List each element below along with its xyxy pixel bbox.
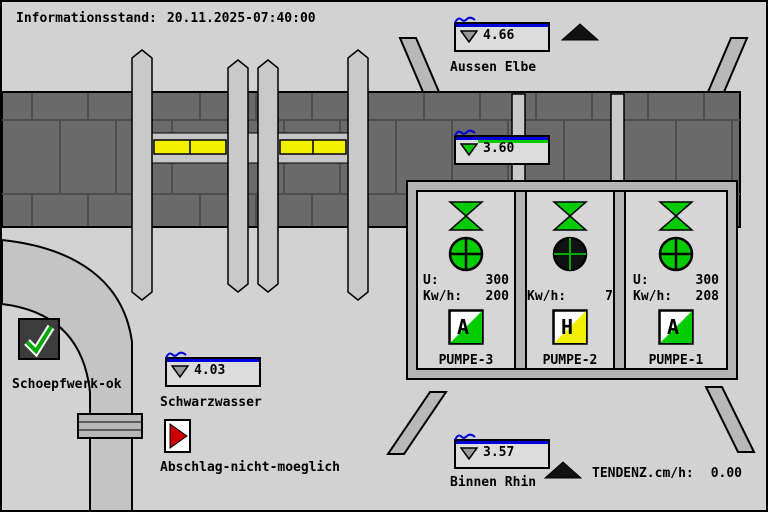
pump-divider-wall — [613, 192, 626, 368]
drainage-channel — [2, 238, 133, 510]
gauge-value: 3.60 — [483, 141, 515, 156]
pump-state-icon[interactable] — [446, 234, 486, 274]
waterline — [456, 137, 548, 140]
tendency-value: 0.00 — [710, 466, 742, 481]
gauge-binnen-rhin[interactable]: 3.57 — [454, 433, 550, 469]
tendency-up-icon — [543, 461, 583, 479]
pier-1 — [131, 49, 153, 301]
gauge-aussen-elbe[interactable]: 4.66 — [454, 16, 550, 52]
tendency-readout: TENDENZ.cm/h: 0.00 — [592, 466, 742, 481]
gate-indicator-right[interactable] — [279, 139, 347, 155]
wave-icon — [454, 129, 476, 137]
gauge-value: 4.66 — [483, 28, 515, 43]
pump-name: PUMPE-2 — [542, 353, 598, 368]
level-marker-icon — [460, 447, 478, 460]
info-label: Informationsstand: — [16, 11, 157, 26]
pump-house-inner: U: 300 Kw/h: 200 A PUMPE-3 — [416, 190, 728, 370]
pump-mode-icon[interactable]: H — [552, 309, 588, 345]
waterline — [456, 441, 548, 444]
discharge-indicator[interactable] — [164, 419, 191, 453]
label-binnen-rhin: Binnen Rhin — [450, 475, 537, 490]
intake-wall-2 — [610, 93, 625, 183]
pump-u-row — [527, 273, 613, 289]
pump-kwh-row: Kw/h: 200 — [423, 289, 509, 305]
pump-kwh-row: Kw/h: 7 — [527, 289, 613, 305]
culvert — [77, 413, 143, 439]
plant-ok-check-icon — [24, 324, 55, 358]
pump-column-2: Kw/h: 7 H PUMPE-2 — [527, 192, 613, 368]
pump-state-icon[interactable] — [550, 234, 590, 274]
label-discharge: Abschlag-nicht-moeglich — [160, 460, 341, 475]
info-header: Informationsstand: 20.11.2025-07:40:00 — [16, 11, 316, 26]
pump-name: PUMPE-3 — [438, 353, 494, 368]
harbor-wall-bottom-right — [704, 386, 756, 453]
wave-icon — [165, 351, 187, 359]
tendency-label: TENDENZ.cm/h: — [592, 466, 694, 481]
valve-icon[interactable] — [448, 200, 484, 232]
wave-icon — [454, 16, 476, 24]
svg-text:H: H — [561, 315, 573, 339]
harbor-wall-bottom-left — [386, 391, 448, 455]
pump-column-3: U: 300 Kw/h: 200 A PUMPE-3 — [418, 192, 514, 368]
info-datetime: 20.11.2025-07:40:00 — [166, 11, 316, 26]
gauge-basin[interactable]: 3.60 — [454, 129, 550, 165]
pier-2 — [227, 59, 249, 293]
gauge-value: 3.57 — [483, 445, 515, 460]
discharge-flag-icon — [169, 423, 188, 449]
pier-3 — [257, 59, 279, 293]
harbor-wall-top-right — [706, 37, 749, 93]
pump-kwh-row: Kw/h: 208 — [633, 289, 719, 305]
tendency-up-icon — [560, 23, 600, 41]
valve-icon[interactable] — [552, 200, 588, 232]
gate-indicator-left[interactable] — [153, 139, 227, 155]
waterline — [167, 359, 259, 362]
valve-icon[interactable] — [658, 200, 694, 232]
harbor-wall-top-left — [398, 37, 441, 93]
label-plant-ok: Schoepfwerk-ok — [12, 377, 122, 392]
pier-4 — [347, 49, 369, 301]
pump-mode-icon[interactable]: A — [448, 309, 484, 345]
level-marker-icon — [171, 365, 189, 378]
waterline — [456, 24, 548, 27]
pump-u-row: U: 300 — [633, 273, 719, 289]
svg-text:A: A — [667, 315, 679, 339]
level-marker-icon — [460, 143, 478, 156]
wave-icon — [454, 433, 476, 441]
label-schwarzwasser: Schwarzwasser — [160, 395, 262, 410]
pump-mode-icon[interactable]: A — [658, 309, 694, 345]
pump-state-icon[interactable] — [656, 234, 696, 274]
plant-ok-indicator[interactable] — [18, 318, 60, 360]
pump-column-1: U: 300 Kw/h: 208 A PUMPE-1 — [626, 192, 726, 368]
svg-text:A: A — [457, 315, 469, 339]
gauge-schwarzwasser[interactable]: 4.03 — [165, 351, 261, 387]
pump-divider-wall — [514, 192, 527, 368]
pump-u-row: U: 300 — [423, 273, 509, 289]
level-marker-icon — [460, 30, 478, 43]
pump-house: U: 300 Kw/h: 200 A PUMPE-3 — [406, 180, 738, 380]
waterline-target — [478, 140, 548, 143]
gauge-value: 4.03 — [194, 363, 226, 378]
pump-name: PUMPE-1 — [648, 353, 704, 368]
label-aussen-elbe: Aussen Elbe — [450, 60, 537, 75]
